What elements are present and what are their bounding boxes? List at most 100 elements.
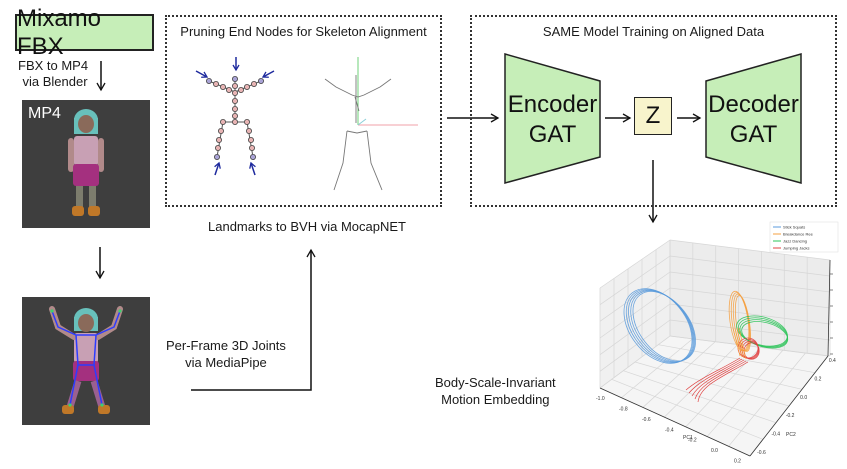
- arrow-right-foot-pruned: [249, 161, 256, 176]
- skeleton-joints: [206, 76, 265, 160]
- grid-line: [669, 303, 831, 325]
- latent-z-label: Z: [645, 102, 661, 129]
- legend-box: [769, 221, 839, 253]
- legend-label: Jumping Jacks: [783, 246, 809, 251]
- decoder-block: [705, 53, 802, 184]
- skeleton-joint: [218, 128, 225, 135]
- z-axis-line: [827, 259, 831, 357]
- mixamo-fbx-label: Mixamo FBX: [17, 4, 102, 60]
- encoder-block: [504, 53, 601, 184]
- skeleton-joint: [251, 81, 258, 88]
- legend-label: Jazz Dancing: [783, 239, 807, 244]
- skeleton-end-joint: [250, 153, 257, 160]
- trajectory-breakdance-leg: [732, 327, 741, 357]
- trajectory-breakdance-leg: [734, 327, 743, 358]
- mp4-frame-image: MP4: [22, 100, 150, 228]
- mediapipe-frame-image: [22, 297, 150, 425]
- decoder-label: Decoder GAT: [706, 90, 801, 150]
- caption-line: via Blender: [22, 74, 88, 89]
- aligned-skeleton: [324, 57, 418, 191]
- pruning-panel-title: Pruning End Nodes for Skeleton Alignment: [180, 24, 427, 39]
- embedding-caption: Body-Scale-Invariant Motion Embedding: [435, 374, 556, 408]
- decoder-label-line: Decoder: [708, 91, 799, 118]
- x-tick-label: -1.0: [596, 396, 605, 402]
- fbx-to-mp4-caption: FBX to MP4 via Blender: [18, 58, 88, 90]
- skeleton-joint: [232, 113, 239, 120]
- chart-pane-floor: [600, 336, 828, 456]
- encoder-label: Encoder GAT: [505, 90, 600, 150]
- skeleton-joint: [249, 144, 256, 151]
- y-tick-label: -0.2: [786, 413, 795, 419]
- skeleton-joint: [226, 87, 233, 94]
- mocapnet-caption: Landmarks to BVH via MocapNET: [208, 219, 406, 234]
- embedding-3d-chart: -1.0-0.8-0.6-0.4-0.20.00.2-0.6-0.4-0.20.…: [596, 221, 839, 465]
- caption-line: via MediaPipe: [185, 355, 267, 370]
- character-jumping-jack-figure: [49, 306, 123, 414]
- y-tick-label: 0.4: [829, 358, 836, 364]
- trajectory-jumping-jacks-tail: [691, 359, 745, 397]
- trajectory-jumping-jacks-tail: [688, 358, 743, 394]
- skeleton-end-joint: [214, 153, 221, 160]
- chart-ticks: -1.0-0.8-0.6-0.4-0.20.00.2-0.6-0.4-0.20.…: [596, 273, 836, 465]
- grid-line: [658, 344, 816, 374]
- y-tick-label: 0.0: [800, 395, 807, 401]
- pruning-skeleton-graphic: [195, 57, 418, 191]
- arrow-left-hand-pruned: [195, 70, 209, 78]
- mediapipe-skeleton-overlay: [51, 310, 121, 406]
- grid-line: [669, 255, 831, 277]
- skeleton-joint: [232, 90, 239, 97]
- x-tick-label: -0.4: [665, 427, 674, 433]
- trajectory-jumping-jacks-tail: [685, 357, 741, 391]
- y-tick-label: 0.2: [815, 376, 822, 382]
- character-standing-figure: [68, 109, 104, 216]
- skeleton-joint: [244, 84, 251, 91]
- trajectory-jazz-dancing: [741, 321, 789, 349]
- x-tick-label: 0.2: [734, 459, 741, 465]
- skeleton-joint: [232, 106, 239, 113]
- grid-line: [599, 287, 671, 339]
- trajectory-breakdance-leg: [738, 327, 747, 360]
- skeleton-joint: [215, 144, 222, 151]
- grid-line: [611, 379, 764, 440]
- skeleton-joint: [220, 119, 227, 126]
- encoder-label-line: GAT: [528, 121, 577, 148]
- arrow-left-foot-pruned: [214, 161, 221, 176]
- grid-line: [599, 255, 671, 305]
- x-axis-line: [599, 387, 751, 457]
- y-tick-label: -0.4: [771, 432, 780, 438]
- skeleton-joint: [232, 98, 239, 105]
- skeleton-joint: [244, 119, 251, 126]
- chart-series: [623, 288, 789, 403]
- skeleton-joint: [216, 137, 223, 144]
- grid-line: [599, 319, 671, 372]
- skeleton-end-joint: [232, 76, 239, 83]
- caption-line: Motion Embedding: [441, 392, 550, 407]
- trajectory-stick-squats: [632, 291, 696, 362]
- grid-line: [599, 239, 671, 289]
- grid-line: [669, 287, 831, 309]
- mediapipe-caption: Per-Frame 3D Joints via MediaPipe: [166, 337, 286, 371]
- pruning-arrows: [195, 57, 275, 176]
- skeleton-joint: [238, 87, 245, 94]
- legend-label: Breakdance Ree: [783, 232, 814, 237]
- skeleton-joint: [248, 137, 255, 144]
- skeleton-end-joint: [206, 78, 213, 85]
- skeleton-joint: [232, 83, 239, 90]
- latent-z-box: Z: [634, 97, 672, 135]
- grid-line: [599, 271, 671, 322]
- encoder-label-line: Encoder: [507, 91, 598, 118]
- skeleton-joint: [246, 128, 253, 135]
- caption-line: Per-Frame 3D Joints: [166, 338, 286, 353]
- grid-line: [599, 335, 671, 389]
- caption-line: Body-Scale-Invariant: [435, 375, 556, 390]
- chart-pane-left: [600, 240, 670, 388]
- chart-grid: [599, 239, 831, 457]
- y-tick-label: -0.6: [757, 450, 766, 456]
- trajectory-jumping-jacks-tail: [697, 361, 749, 403]
- skeleton-joint: [232, 119, 239, 126]
- trajectory-breakdance-leg: [736, 327, 745, 359]
- arrow-mediapipe-to-mocapnet: [191, 248, 316, 391]
- decoder-label-line: GAT: [729, 121, 778, 148]
